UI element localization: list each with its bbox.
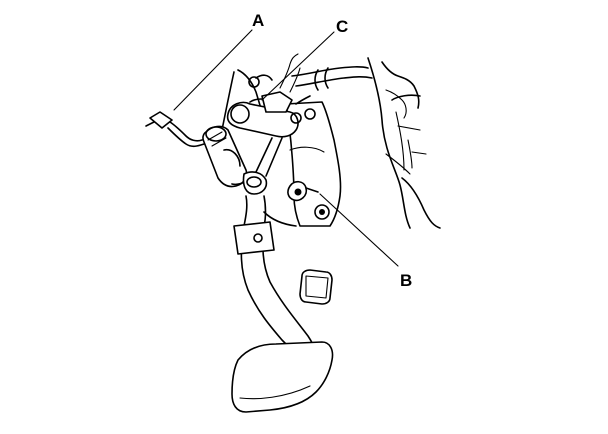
callout-b: B <box>400 271 412 290</box>
switch-body-lower <box>202 125 268 195</box>
pedal-stopper <box>299 269 333 305</box>
leader-lines <box>173 29 399 267</box>
wiring-harness <box>279 53 373 93</box>
pedal-pad <box>231 341 334 413</box>
callout-a: A <box>252 11 264 30</box>
pedal-arm <box>233 195 317 357</box>
switch-body-upper <box>226 91 311 177</box>
switch-b-plunger <box>287 180 319 202</box>
connector-a <box>145 111 205 148</box>
firewall-panel <box>367 57 441 229</box>
callout-c: C <box>336 17 348 36</box>
